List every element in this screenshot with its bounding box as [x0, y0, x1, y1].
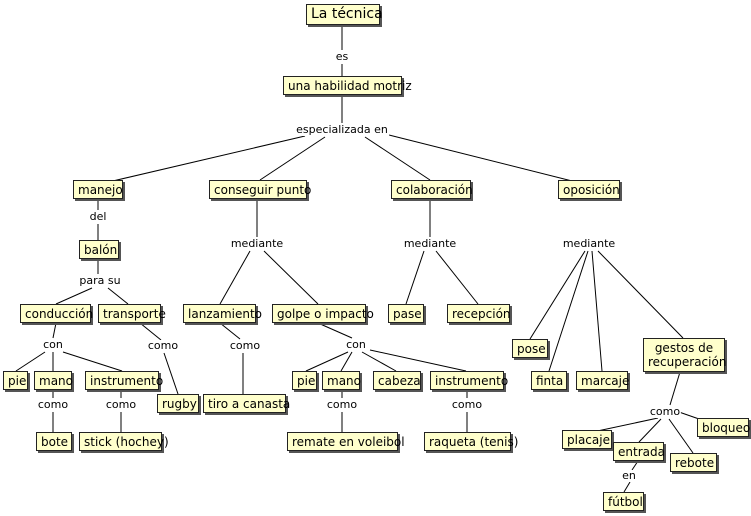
concept-stick[interactable]: stick (hochey): [79, 432, 169, 451]
link-para-su: para su: [78, 274, 122, 287]
link-como-instrumento: como: [104, 398, 138, 411]
connector-line: [597, 250, 684, 339]
link-en: en: [621, 469, 637, 482]
link-como-instrumento-2: como: [450, 398, 484, 411]
concept-recepcion[interactable]: recepción: [447, 304, 511, 323]
connector-line: [263, 250, 319, 305]
connector-line: [405, 250, 425, 305]
concept-conduccion[interactable]: conducción: [20, 304, 93, 323]
concept-finta[interactable]: finta: [531, 371, 567, 390]
connector-line: [259, 136, 326, 181]
link-mediante-colaboracion: mediante: [402, 237, 458, 250]
concept-lanzamiento[interactable]: lanzamiento: [183, 304, 262, 323]
concept-tiro[interactable]: tiro a canasta: [203, 394, 290, 413]
concept-entrada[interactable]: entrada: [613, 442, 665, 461]
concept-futbol[interactable]: fútbol: [603, 492, 644, 511]
concept-instrumento-2[interactable]: instrumento: [430, 371, 508, 390]
concept-colaboracion[interactable]: colaboración: [391, 180, 473, 199]
connector-line: [305, 351, 349, 372]
concept-rugby[interactable]: rugby: [157, 394, 199, 413]
concept-pie[interactable]: pie: [3, 371, 28, 390]
concept-tecnica[interactable]: La técnica: [306, 4, 383, 25]
concept-mano[interactable]: mano: [34, 371, 73, 390]
connector-line: [591, 250, 603, 372]
connector-line: [364, 136, 431, 181]
concept-pie-2[interactable]: pie: [292, 371, 317, 390]
link-como-mano: como: [36, 398, 70, 411]
concept-marcaje[interactable]: marcaje: [576, 371, 629, 390]
link-mediante-oposicion: mediante: [561, 237, 617, 250]
connector-line: [631, 460, 639, 471]
concept-manejo[interactable]: manejo: [73, 180, 123, 199]
concept-placaje[interactable]: placaje: [562, 430, 612, 449]
connector-line: [361, 351, 397, 372]
concept-raqueta[interactable]: raqueta (tenis): [424, 432, 518, 451]
connector-line: [55, 287, 93, 305]
connector-line: [668, 418, 694, 454]
connector-line: [163, 352, 179, 395]
concept-pose[interactable]: pose: [512, 339, 548, 358]
concept-bloqueo[interactable]: bloqueo: [697, 418, 750, 437]
concept-transporte[interactable]: transporte: [98, 304, 166, 323]
connector-line: [219, 322, 241, 340]
link-como-transporte: como: [146, 339, 180, 352]
link-como-gestos: como: [648, 405, 682, 418]
concept-mano-2[interactable]: mano: [322, 371, 361, 390]
concept-rebote[interactable]: rebote: [670, 453, 717, 472]
connector-line: [435, 250, 479, 305]
connector-line: [548, 250, 589, 372]
connector-line: [99, 135, 306, 185]
link-es: es: [334, 50, 350, 63]
concept-balon[interactable]: balón: [79, 240, 119, 259]
link-con-golpe: con: [345, 338, 367, 351]
connector-line: [317, 322, 353, 339]
connector-line: [623, 481, 631, 493]
connector-line: [384, 133, 589, 186]
concept-bote[interactable]: bote: [36, 432, 72, 451]
concept-cabeza[interactable]: cabeza: [373, 371, 421, 390]
connector-line: [139, 322, 162, 341]
connector-line: [669, 371, 681, 406]
connector-line: [15, 351, 46, 372]
concept-gestos[interactable]: gestos de recuperación: [643, 338, 726, 372]
connector-line: [340, 351, 353, 372]
link-como-mano-2: como: [325, 398, 359, 411]
link-como-lanzamiento: como: [228, 339, 262, 352]
concept-habilidad[interactable]: una habilidad motriz: [283, 76, 412, 95]
link-con: con: [42, 338, 64, 351]
link-mediante-conseguir: mediante: [229, 237, 285, 250]
connector-line: [62, 351, 123, 372]
concept-oposicion[interactable]: oposición: [558, 180, 620, 199]
concept-remate[interactable]: remate en voleibol: [287, 432, 405, 451]
concept-golpe[interactable]: golpe o impacto: [272, 304, 374, 323]
connector-line: [638, 418, 662, 443]
concept-pase[interactable]: pase: [388, 304, 424, 323]
link-especializada-en: especializada en: [295, 123, 389, 136]
concept-instrumento[interactable]: instrumento: [85, 371, 163, 390]
connector-line: [219, 250, 251, 305]
link-del: del: [88, 210, 108, 223]
connector-line: [107, 287, 129, 305]
connector-line: [52, 322, 57, 339]
concept-conseguir-punto[interactable]: conseguir punto: [209, 180, 311, 199]
connector-line: [369, 349, 467, 372]
connector-line: [529, 250, 586, 340]
